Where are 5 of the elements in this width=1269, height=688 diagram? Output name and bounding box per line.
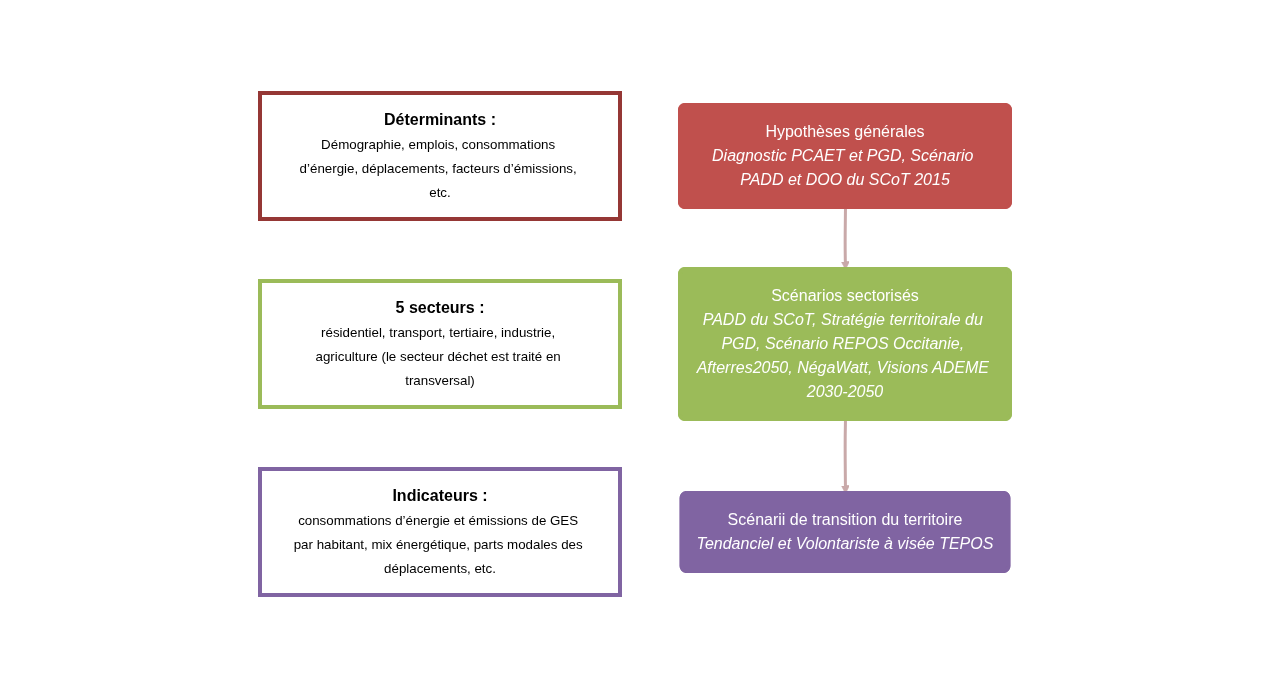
node-box: 5 secteurs : résidentiel, transport, tertiaire, industrie, agriculture (le secteur déchet est traité en transversal) xyxy=(257,279,622,409)
node-box: Indicateurs : consommations d’énergie et émissions de GES par habitant, mix énergétique, parts modales des déplacements, etc. xyxy=(257,467,622,597)
arrow xyxy=(840,419,850,494)
arrow xyxy=(840,207,850,270)
node-box: Déterminants : Démographie, emplois, consommations d’énergie, déplacements, facteurs d’émissions, etc. xyxy=(257,91,622,221)
